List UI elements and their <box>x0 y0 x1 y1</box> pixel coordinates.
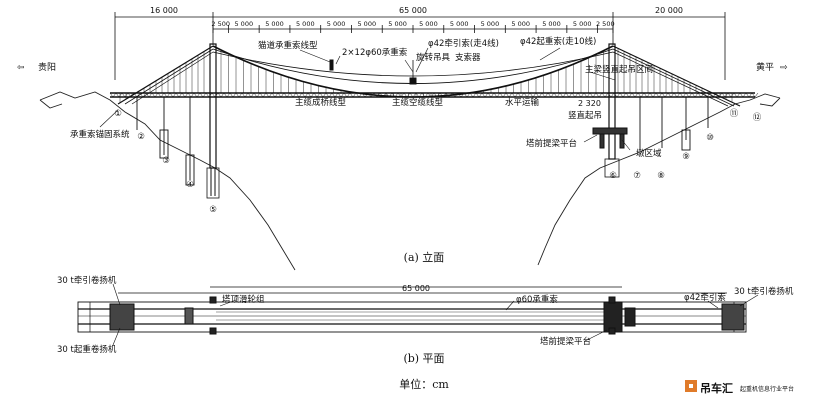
direction-left-arrow: ⇦ <box>17 63 25 73</box>
marker-number: ① <box>114 109 122 119</box>
plan-winch-lift-left: 30 t起重卷扬机 <box>57 344 117 355</box>
marker-number: ⑥ <box>609 171 617 181</box>
unit-note: 单位：cm <box>399 377 449 391</box>
marker-number: ⑪ <box>730 109 739 119</box>
tower-right <box>604 43 620 178</box>
marker-number: ⑦ <box>633 171 641 181</box>
label-traction-rope: φ42牵引索(走4线) <box>428 38 499 49</box>
label-lift-height: 2 320 <box>578 99 601 108</box>
segment-label: 5 000 <box>419 20 438 28</box>
plan-tower-platform: 塔前提梁平台 <box>540 336 591 347</box>
segment-label: 5 000 <box>234 20 253 28</box>
elevation-caption: (a) 立面 <box>404 250 445 264</box>
segment-label: 5 000 <box>296 20 315 28</box>
marker-number: ⑩ <box>706 133 714 143</box>
plan-view <box>77 283 759 346</box>
segment-label: 2 500 <box>211 20 230 28</box>
direction-right: 黄平 <box>756 61 774 73</box>
leader-lines <box>99 47 631 151</box>
segment-label: 5 000 <box>265 20 284 28</box>
watermark-logo: 吊车汇 起重机信息行业平台 <box>685 380 794 395</box>
marker-numbers: ① ② ③ ④ ⑤ ⑥ ⑦ ⑧ ⑨ ⑩ ⑪ ⑫ <box>114 109 762 215</box>
segment-label: 5 000 <box>573 20 592 28</box>
dimension-lines <box>114 12 726 80</box>
plan-winch-traction-left: 30 t牵引卷扬机 <box>57 275 117 286</box>
label-main-cable-bridge: 主缆成桥线型 <box>295 97 347 108</box>
back-stay-right <box>612 45 741 107</box>
marker-number: ⑫ <box>753 113 762 123</box>
segment-label: 5 000 <box>388 20 407 28</box>
segment-label: 5 000 <box>542 20 561 28</box>
direction-right-arrow: ⇨ <box>780 63 788 73</box>
label-lifting-rope: φ42起重索(走10线) <box>520 36 596 47</box>
label-rotating-hanger: 旋转吊具 <box>416 52 451 63</box>
marker-number: ⑧ <box>657 171 665 181</box>
rotating-hanger-device <box>329 59 417 85</box>
back-stay-left <box>117 45 214 105</box>
label-vertical-lift-zone: 主梁竖直起吊区间 <box>585 64 653 75</box>
plan-caption: (b) 平面 <box>403 352 444 365</box>
terrain <box>39 91 781 271</box>
label-horizontal-transport: 水平运输 <box>505 97 540 108</box>
marker-number: ④ <box>186 180 194 190</box>
plan-bearing-rope: φ60承重索 <box>516 294 558 305</box>
segment-labels: 2 500 5 000 5 000 5 000 5 000 5 000 5 000 5 000… <box>211 20 614 28</box>
tower-left <box>206 43 220 199</box>
segment-label: 5 000 <box>357 20 376 28</box>
segment-label: 2 500 <box>596 20 615 28</box>
marker-number: ② <box>137 132 145 142</box>
label-anchor-system: 承重索锚固系统 <box>70 129 130 140</box>
plan-main-span: 65 000 <box>402 284 430 293</box>
plan-winch-traction-right: 30 t牵引卷扬机 <box>734 286 794 297</box>
label-pile-zone: 墩区域 <box>636 148 662 159</box>
dim-right-span: 20 000 <box>655 6 683 15</box>
segment-label: 5 000 <box>327 20 346 28</box>
tower-platform-elevation <box>592 127 628 149</box>
main-cable <box>212 45 614 98</box>
label-sling-support: 支索器 <box>455 52 481 63</box>
label-main-cable-empty: 主缆空缆线型 <box>392 97 444 108</box>
dim-left-span: 16 000 <box>150 6 178 15</box>
direction-left: 贵阳 <box>38 61 56 73</box>
label-bearing-rope: 2×12φ60承重索 <box>342 47 407 58</box>
svg-text:吊车汇: 吊车汇 <box>700 381 733 395</box>
plan-tower-pulley: 塔顶滑轮组 <box>222 294 265 305</box>
label-catwalk: 猫道承重索线型 <box>258 40 318 51</box>
segment-label: 5 000 <box>481 20 500 28</box>
marker-number: ⑨ <box>682 152 690 162</box>
dim-main-span: 65 000 <box>399 6 427 15</box>
svg-text:起重机信息行业平台: 起重机信息行业平台 <box>740 385 794 393</box>
marker-number: ⑤ <box>209 205 217 215</box>
label-tower-platform: 塔前提梁平台 <box>526 138 577 149</box>
segment-label: 5 000 <box>450 20 469 28</box>
label-vertical-lift: 竖直起吊 <box>568 110 602 121</box>
plan-traction-rope: φ42牵引索 <box>684 292 726 303</box>
segment-label: 5 000 <box>511 20 530 28</box>
piers <box>136 97 709 186</box>
marker-number: ③ <box>162 156 170 166</box>
